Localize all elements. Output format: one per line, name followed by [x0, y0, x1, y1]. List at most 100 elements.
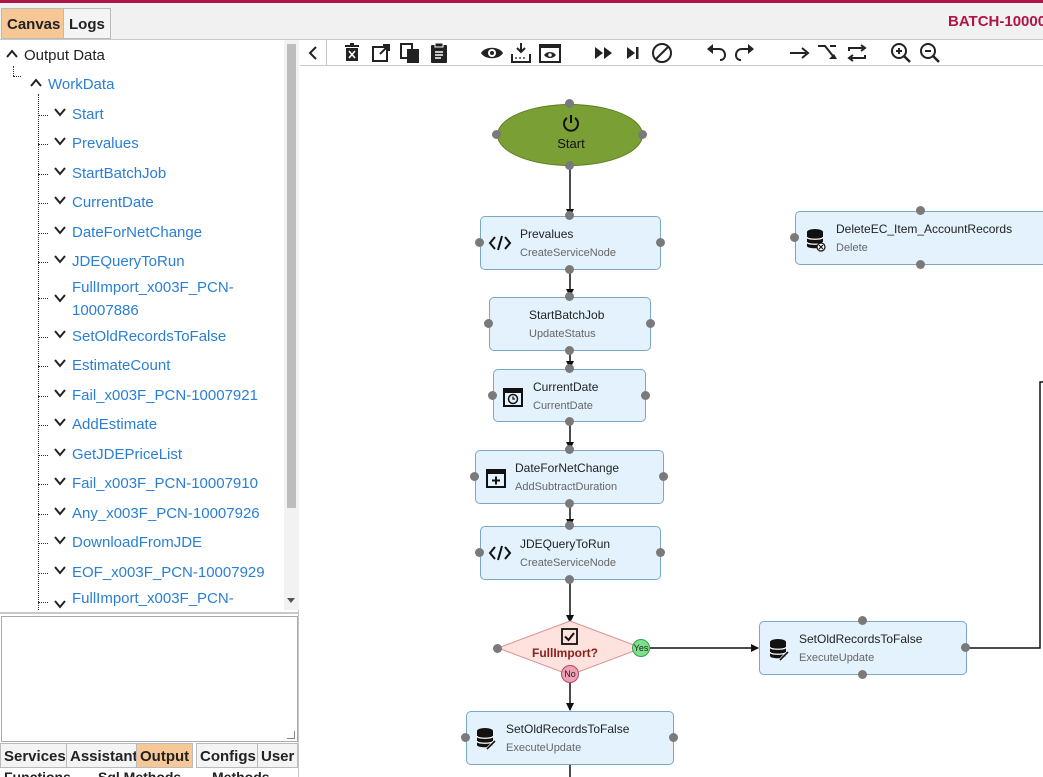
resize-grip-icon[interactable]	[287, 731, 295, 739]
chevron-down-icon[interactable]	[54, 292, 66, 306]
port[interactable]	[484, 319, 493, 328]
node-currentdate[interactable]: CurrentDate CurrentDate	[493, 369, 646, 422]
port[interactable]	[646, 319, 655, 328]
node-datefornetchange[interactable]: DateForNetChange AddSubtractDuration	[475, 450, 664, 504]
tree-node-output-data[interactable]: Output Data	[0, 44, 280, 68]
delete-icon[interactable]	[340, 41, 364, 65]
chevron-down-icon[interactable]	[54, 106, 66, 120]
port[interactable]	[641, 391, 650, 400]
tab-logs[interactable]: Logs	[63, 8, 111, 39]
port[interactable]	[565, 499, 574, 508]
chevron-down-icon[interactable]	[54, 446, 66, 460]
port[interactable]	[565, 346, 574, 355]
zoom-in-icon[interactable]	[889, 41, 913, 65]
tab-services[interactable]: Services	[0, 743, 70, 768]
chevron-down-icon[interactable]	[54, 505, 66, 519]
chevron-down-icon[interactable]	[54, 194, 66, 208]
port[interactable]	[656, 548, 665, 557]
no-badge[interactable]: No	[561, 665, 579, 683]
chevron-down-icon[interactable]	[54, 357, 66, 371]
port[interactable]	[790, 233, 799, 242]
detail-textarea[interactable]	[1, 616, 298, 742]
port[interactable]	[638, 130, 647, 139]
chevron-down-icon[interactable]	[54, 387, 66, 401]
node-jdequerytorun[interactable]: JDEQueryToRun CreateServiceNode	[480, 526, 661, 580]
open-external-icon[interactable]	[369, 41, 393, 65]
port[interactable]	[488, 391, 497, 400]
port[interactable]	[565, 292, 574, 301]
subtab-functions[interactable]: Functions	[4, 769, 71, 777]
subtab-methods[interactable]: Methods	[212, 769, 270, 777]
chevron-down-icon[interactable]	[54, 224, 66, 238]
chevron-down-icon[interactable]	[54, 253, 66, 267]
chevron-down-icon[interactable]	[54, 416, 66, 430]
chevron-down-icon[interactable]	[54, 564, 66, 578]
node-setoldrecords-right[interactable]: SetOldRecordsToFalse ExecuteUpdate	[759, 621, 967, 675]
chevron-up-icon[interactable]	[30, 77, 42, 91]
port[interactable]	[858, 616, 867, 625]
chevron-up-icon[interactable]	[6, 48, 18, 62]
port[interactable]	[493, 644, 502, 653]
node-setoldrecords-bottom[interactable]: SetOldRecordsToFalse ExecuteUpdate	[466, 711, 674, 765]
tab-assistant[interactable]: Assistant	[66, 743, 142, 768]
download-tray-icon[interactable]	[509, 41, 533, 65]
panel-divider[interactable]	[0, 612, 299, 614]
node-prevalues[interactable]: Prevalues CreateServiceNode	[480, 216, 661, 270]
tab-user[interactable]: User	[257, 743, 299, 768]
port[interactable]	[470, 472, 479, 481]
scroll-down-arrow-icon[interactable]	[287, 598, 295, 603]
port[interactable]	[565, 265, 574, 274]
undo-icon[interactable]	[704, 41, 728, 65]
port[interactable]	[961, 643, 970, 652]
chevron-down-icon[interactable]	[54, 165, 66, 179]
node-deleteec[interactable]: DeleteEC_Item_AccountRecords Delete	[795, 211, 1043, 265]
chevron-left-icon[interactable]	[301, 41, 325, 65]
port[interactable]	[565, 417, 574, 426]
port[interactable]	[565, 211, 574, 220]
loop-icon[interactable]	[845, 41, 869, 65]
preview-icon[interactable]	[538, 41, 562, 65]
fast-forward-icon[interactable]	[592, 41, 616, 65]
port[interactable]	[565, 575, 574, 584]
copy-icon[interactable]	[398, 41, 422, 65]
tab-output[interactable]: Output	[136, 743, 194, 768]
arrow-right-icon[interactable]	[787, 41, 811, 65]
zoom-out-icon[interactable]	[918, 41, 942, 65]
edge-setold-right-to-delete[interactable]	[966, 381, 1043, 649]
port[interactable]	[659, 472, 668, 481]
port[interactable]	[565, 364, 574, 373]
redo-icon[interactable]	[733, 41, 757, 65]
skip-next-icon[interactable]	[621, 41, 645, 65]
tree-node-workdata[interactable]: WorkData	[0, 73, 280, 97]
node-startbatchjob[interactable]: StartBatchJob UpdateStatus	[489, 297, 651, 351]
branch-icon[interactable]	[816, 41, 840, 65]
paste-icon[interactable]	[427, 41, 451, 65]
port[interactable]	[461, 733, 470, 742]
tab-configs[interactable]: Configs	[196, 743, 260, 768]
port[interactable]	[565, 445, 574, 454]
tree-scrollbar[interactable]	[284, 40, 299, 610]
port[interactable]	[565, 521, 574, 530]
chevron-down-icon[interactable]	[54, 598, 66, 610]
port[interactable]	[669, 733, 678, 742]
tab-canvas[interactable]: Canvas	[1, 8, 67, 39]
workflow-canvas[interactable]: Start Prevalues CreateServiceNode StartB…	[300, 66, 1043, 777]
chevron-down-icon[interactable]	[54, 475, 66, 489]
eye-icon[interactable]	[480, 41, 504, 65]
stop-icon[interactable]	[650, 41, 674, 65]
port[interactable]	[916, 206, 925, 215]
port[interactable]	[858, 670, 867, 679]
port[interactable]	[565, 99, 574, 108]
subtab-sql-methods[interactable]: Sql Methods	[98, 769, 182, 777]
node-start[interactable]: Start	[497, 104, 643, 166]
chevron-down-icon[interactable]	[54, 328, 66, 342]
port[interactable]	[492, 130, 501, 139]
chevron-down-icon[interactable]	[54, 534, 66, 548]
port[interactable]	[475, 548, 484, 557]
scrollbar-thumb[interactable]	[287, 44, 296, 508]
port[interactable]	[475, 238, 484, 247]
port[interactable]	[656, 238, 665, 247]
port[interactable]	[916, 260, 925, 269]
port[interactable]	[565, 161, 574, 170]
yes-badge[interactable]: Yes	[632, 639, 650, 657]
